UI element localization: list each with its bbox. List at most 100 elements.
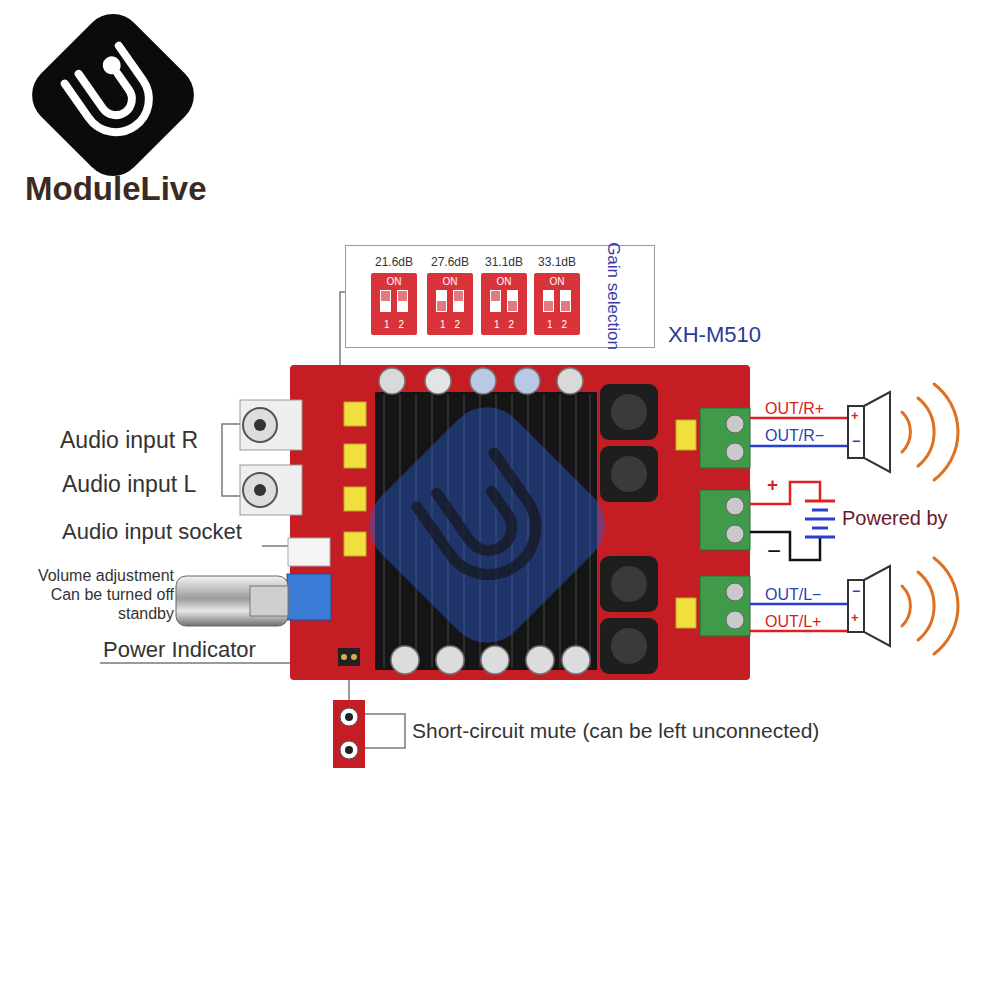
dip-knob [437,301,446,311]
speaker-right [848,392,890,472]
film-capacitor [344,402,366,426]
film-capacitor [676,598,696,628]
logo-trace [65,46,162,145]
sound-wave [934,384,958,480]
screw [726,583,744,601]
dip-knob [544,301,553,311]
leader-line [222,424,240,496]
inductor-core [611,628,647,664]
mute-label: Short-circuit mute (can be left unconnec… [412,718,819,743]
rca-ring [243,473,277,507]
dip-switch: 27.6dBON1 2 [427,273,473,335]
dip-knob [454,291,463,301]
screw [726,415,744,433]
model-name: XH-M510 [668,322,761,348]
screw [726,443,744,461]
capacitor [557,368,583,394]
mute-pin [340,708,358,726]
dip-slot [507,290,518,312]
inductor-core [611,566,647,602]
pcb-board [290,365,750,680]
capacitor [391,646,419,674]
film-capacitor [344,444,366,468]
switch-number: 1 2 [534,319,580,330]
watermark-trace [437,467,521,560]
rca-ring [243,408,277,442]
gain-selection-title: Gain selection [604,242,623,350]
gain-selection-box: Gain selection21.6dBON1 227.6dBON1 231.1… [345,245,655,348]
watermark-trace [417,453,554,593]
leader-line [262,545,290,547]
switch-on-label: ON [481,276,527,287]
capacitor [562,646,590,674]
speaker-magnet [848,406,864,458]
output-terminal-label: OUT/L+ [765,612,821,631]
brand-logo-text: ModuleLive [25,169,207,209]
wire-positive [750,630,848,633]
capacitors-bottom [391,646,590,674]
capacitor [379,368,405,394]
film-capacitor [344,487,366,511]
capacitor [470,368,496,394]
knob-shaft [250,586,288,616]
logo-traces [65,46,162,145]
watermark-traces [417,453,554,593]
screw [726,525,744,543]
battery-plate [805,536,835,539]
logo-diamond [20,2,207,189]
capacitor [481,646,509,674]
screw-terminal [700,576,750,636]
dip-slot [490,290,501,312]
gain-value: 21.6dB [361,255,427,269]
speaker-cone [864,392,890,472]
inductor [600,618,658,674]
switch-number: 1 2 [371,319,417,330]
volume-potentiometer [287,574,331,620]
rca-body [240,400,302,450]
input-socket [288,538,330,566]
header-pin [351,654,357,660]
capacitor [526,646,554,674]
polarity-sign: + [767,474,778,497]
sound-wave [902,586,910,626]
film-capacitor [344,532,366,556]
capacitor [436,646,464,674]
inductors [600,384,658,674]
control-label: Volume adjustment Can be turned off stan… [8,566,174,623]
wiring [750,418,848,631]
dip-slot [436,290,447,312]
inductor [600,446,658,502]
power-label: Powered by [842,506,948,530]
screw [726,611,744,629]
polarity-sign: + [851,408,859,424]
output-terminal-label: OUT/R+ [765,399,824,418]
battery-plate [812,509,828,512]
gain-value: 33.1dB [524,255,590,269]
dip-knob [398,291,407,301]
switch-on-label: ON [534,276,580,287]
sound-wave [902,412,910,452]
polarity-sign: − [852,583,860,600]
leader-line [365,714,405,748]
battery-plate [805,518,835,521]
logo-dot [105,58,119,72]
switch-number: 1 2 [427,319,473,330]
rca-pin [254,484,266,496]
battery-plate [812,527,828,530]
screw-terminals [700,408,750,636]
screw-terminal [700,490,750,550]
mute-pin-hole [345,746,353,754]
rca-pin [254,419,266,431]
capacitors-top [379,368,583,394]
dip-slot [453,290,464,312]
inductor [600,556,658,612]
logo-trace [79,56,138,122]
inductor [600,384,658,440]
gain-value: 27.6dB [417,255,483,269]
gain-value: 31.1dB [471,255,537,269]
polarity-sign: + [851,610,859,626]
speaker-left [848,566,890,646]
switch-number: 1 2 [481,319,527,330]
